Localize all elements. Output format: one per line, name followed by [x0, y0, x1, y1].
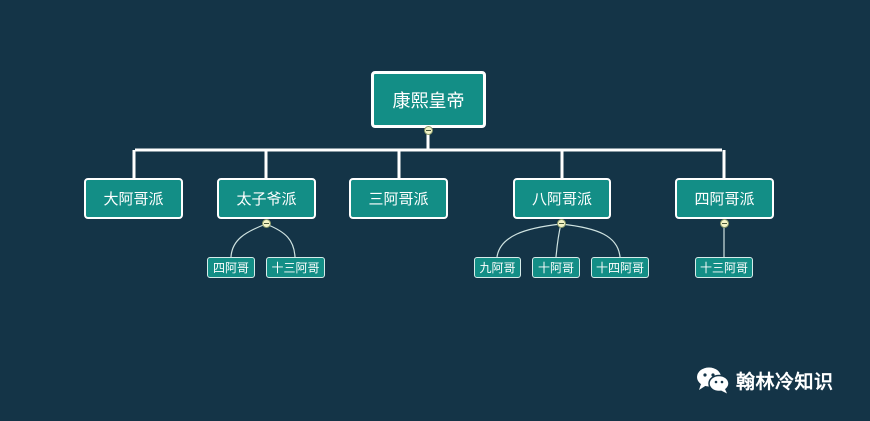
member-label: 十四阿哥 — [596, 261, 645, 275]
member-node-shisi[interactable]: 十四阿哥 — [591, 257, 649, 278]
root-collapse-button[interactable] — [424, 126, 433, 135]
faction-label: 大阿哥派 — [103, 190, 164, 208]
member-label: 十三阿哥 — [700, 261, 749, 275]
faction-node-bage[interactable]: 八阿哥派 — [513, 178, 611, 219]
member-node-shisan[interactable]: 十三阿哥 — [266, 257, 325, 278]
member-label: 四阿哥 — [212, 261, 249, 275]
member-label: 十阿哥 — [537, 261, 574, 275]
link-taizi-shisan — [265, 223, 296, 258]
member-node-sige[interactable]: 四阿哥 — [207, 257, 255, 278]
faction-label: 四阿哥派 — [694, 190, 755, 208]
link-ba-jiu — [496, 223, 562, 258]
link-ba-shi — [555, 223, 562, 258]
member-node-shi[interactable]: 十阿哥 — [532, 257, 580, 278]
faction-node-taizi[interactable]: 太子爷派 — [217, 178, 316, 219]
faction-node-dage[interactable]: 大阿哥派 — [84, 178, 183, 219]
faction-node-sange[interactable]: 三阿哥派 — [349, 178, 448, 219]
member-label: 九阿哥 — [479, 261, 516, 275]
root-node[interactable]: 康熙皇帝 — [371, 71, 486, 128]
member-node-shisan-2[interactable]: 十三阿哥 — [695, 257, 753, 278]
watermark: 翰林冷知识 — [696, 366, 834, 394]
faction-node-sige[interactable]: 四阿哥派 — [675, 178, 774, 219]
member-label: 十三阿哥 — [271, 261, 320, 275]
faction-label: 八阿哥派 — [531, 190, 592, 208]
bage-collapse-button[interactable] — [557, 219, 566, 228]
member-node-jiu[interactable]: 九阿哥 — [474, 257, 521, 278]
sige-collapse-button[interactable] — [720, 219, 729, 228]
watermark-text: 翰林冷知识 — [736, 370, 834, 393]
wechat-icon — [697, 367, 730, 394]
link-taizi-sige — [230, 223, 267, 258]
faction-label: 三阿哥派 — [368, 190, 429, 208]
faction-label: 太子爷派 — [236, 190, 297, 208]
taizi-collapse-button[interactable] — [262, 219, 271, 228]
root-node-label: 康熙皇帝 — [392, 90, 465, 112]
link-ba-shisi — [560, 223, 621, 258]
